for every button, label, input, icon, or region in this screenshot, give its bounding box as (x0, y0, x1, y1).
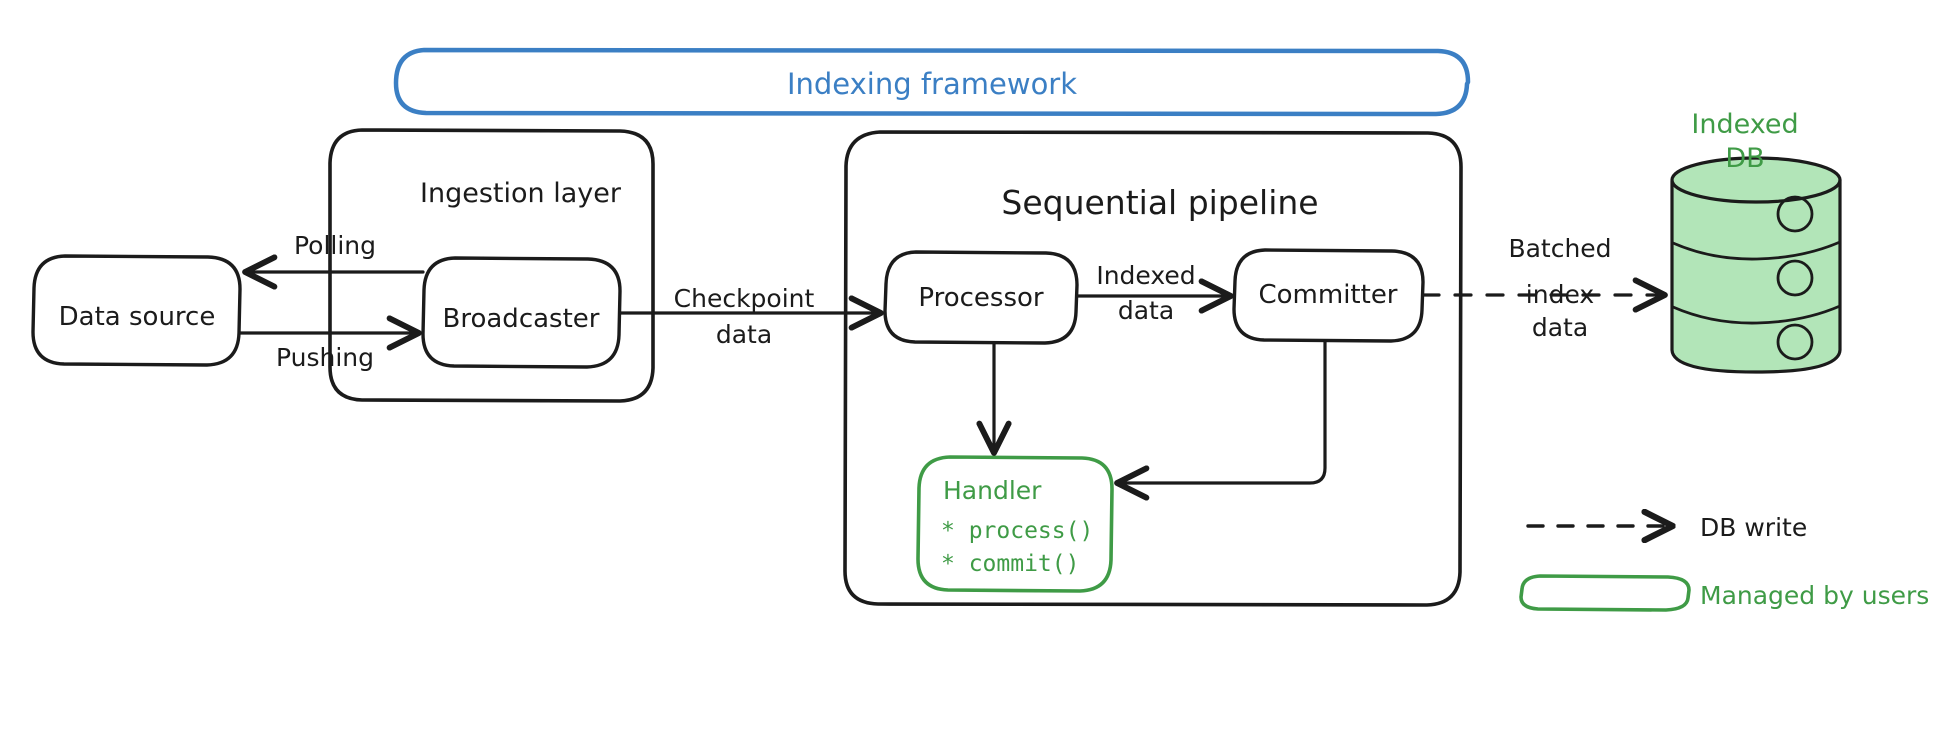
node-handler[interactable] (916, 455, 1114, 593)
edge-label-indexed-line2: data (1118, 296, 1174, 325)
node-data-source-label: Data source (59, 302, 216, 332)
legend: DB write Managed by users (1519, 513, 1929, 612)
edge-committer-to-handler (1114, 339, 1327, 501)
ingestion-layer-label: Ingestion layer (420, 178, 622, 209)
db-disk-indicator-3 (1776, 323, 1814, 361)
edge-label-checkpoint-line2: data (716, 320, 772, 349)
edge-label-polling: Polling (294, 231, 376, 260)
edge-label-indexed-line1: Indexed (1096, 261, 1195, 290)
legend-label-db-write: DB write (1700, 513, 1807, 542)
edge-label-pushing: Pushing (276, 343, 374, 372)
edge-label-batched-line3: data (1532, 313, 1588, 342)
legend-label-managed-by-users: Managed by users (1700, 581, 1929, 610)
node-committer-label: Committer (1258, 280, 1397, 310)
db-disk-indicator-2 (1776, 259, 1814, 297)
edge-label-batched-line1: Batched (1508, 234, 1611, 263)
legend-item-managed-by-users: Managed by users (1519, 574, 1929, 612)
indexed-db-label-line2: DB (1725, 143, 1764, 174)
handler-method-commit: * commit() (941, 551, 1079, 577)
indexing-framework-label: Indexing framework (787, 67, 1077, 101)
indexing-framework-container (393, 47, 1471, 117)
ingestion-layer-container (328, 128, 655, 403)
node-processor-label: Processor (918, 283, 1044, 313)
node-broadcaster[interactable] (421, 256, 622, 369)
edge-label-checkpoint-line1: Checkpoint (674, 284, 815, 313)
indexed-db-label-line1: Indexed (1691, 109, 1798, 140)
indexed-db-cylinder (1670, 156, 1842, 374)
node-handler-title: Handler (943, 476, 1042, 505)
node-processor[interactable] (883, 250, 1079, 345)
handler-method-process: * process() (941, 518, 1093, 544)
node-broadcaster-label: Broadcaster (443, 304, 600, 334)
sequential-pipeline-label: Sequential pipeline (1001, 183, 1318, 222)
node-committer[interactable] (1232, 248, 1425, 343)
node-data-source[interactable] (31, 254, 242, 367)
db-disk-indicator-1 (1776, 195, 1814, 233)
edge-label-batched-line2: index (1526, 280, 1594, 309)
sequential-pipeline-container (843, 130, 1463, 607)
legend-item-db-write: DB write (1526, 513, 1807, 542)
